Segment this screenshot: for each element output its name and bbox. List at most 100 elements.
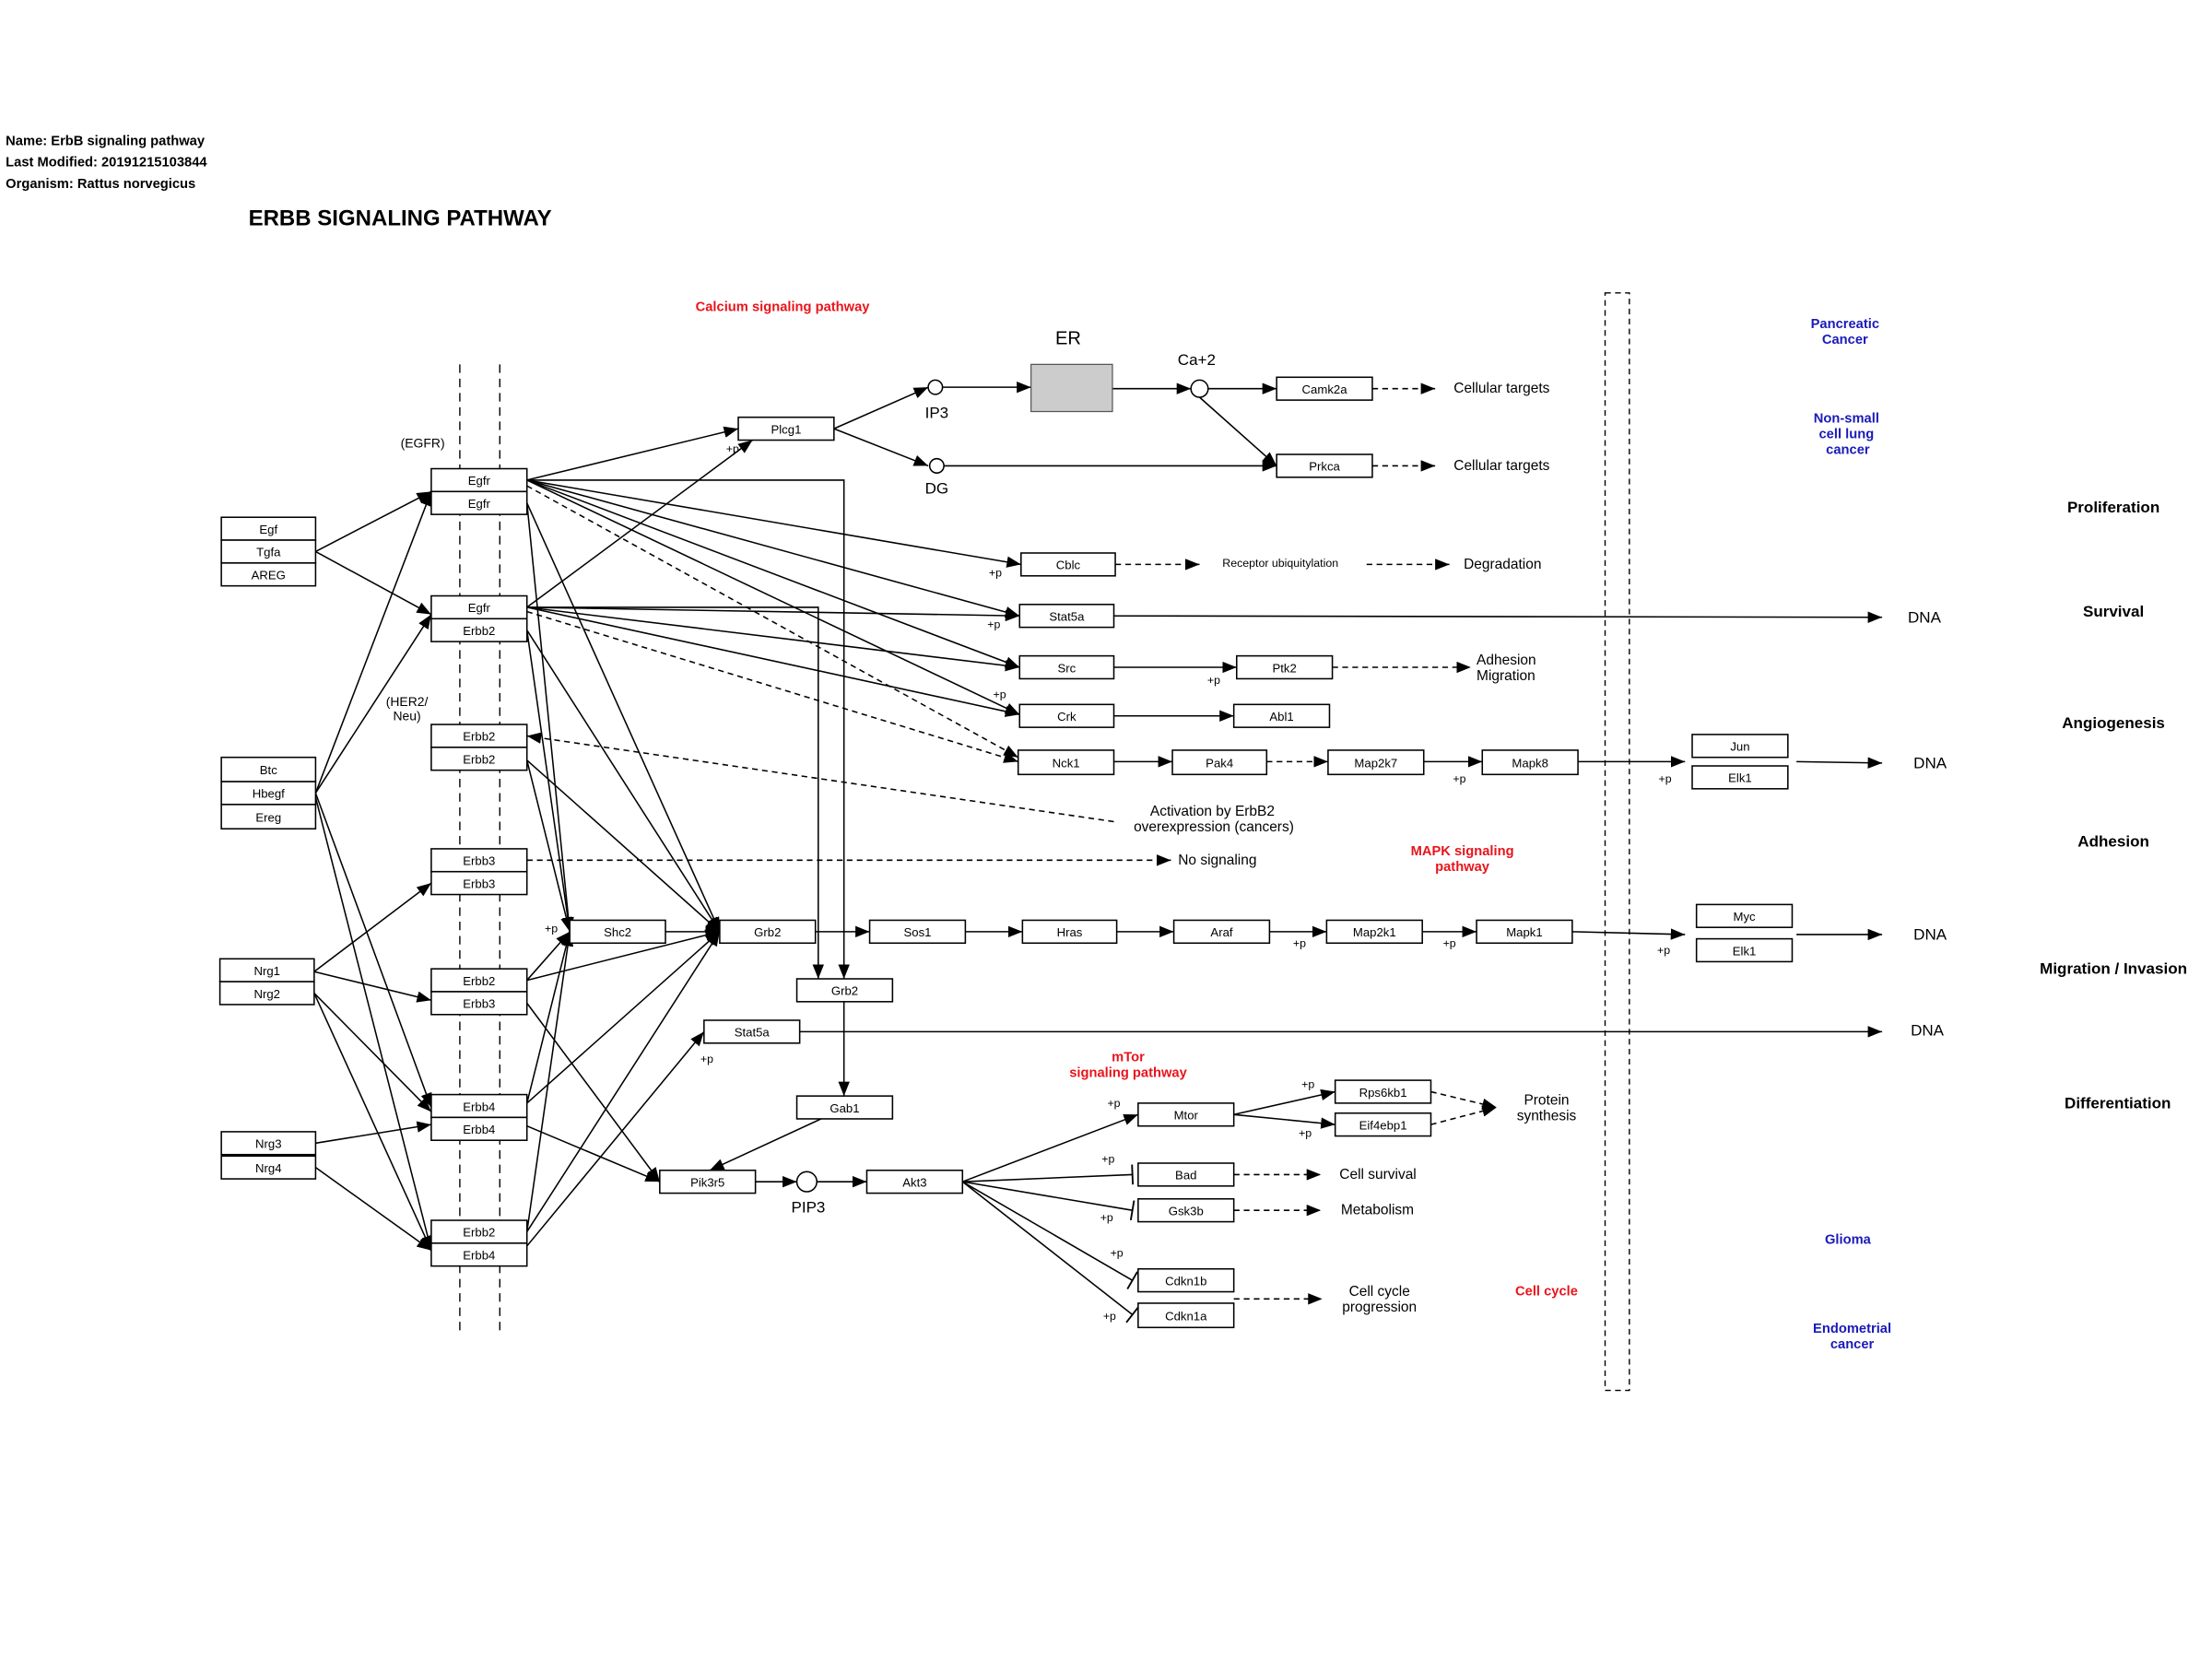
ligand-nrg4[interactable]: Nrg4	[220, 1155, 317, 1180]
node-label: Shc2	[604, 925, 631, 939]
link-mapk-signaling[interactable]: MAPK signaling	[1411, 844, 1514, 859]
node-label: Erbb2	[463, 624, 495, 638]
gene-map2k7[interactable]: Map2k7	[1327, 749, 1425, 776]
link-nsclc[interactable]: cancer	[1826, 442, 1870, 457]
node-label: Pak4	[1206, 756, 1233, 770]
gene-src[interactable]: Src	[1018, 654, 1115, 680]
pip3-compound[interactable]	[795, 1171, 818, 1193]
organism: Organism: Rattus norvegicus	[6, 177, 195, 192]
receptor-2-top[interactable]: Erbb2	[430, 724, 528, 748]
phosphorylation-label: +p	[1657, 944, 1670, 957]
phosphorylation-label: +p	[726, 442, 739, 455]
ligand-nrg1[interactable]: Nrg1	[218, 958, 315, 982]
link-nsclc[interactable]: cell lung	[1819, 427, 1875, 441]
receptor-0-top[interactable]: Egfr	[430, 467, 528, 493]
link-mtor-signaling[interactable]: signaling pathway	[1069, 1065, 1187, 1080]
phosphorylation-label: +p	[1111, 1247, 1124, 1260]
node-label: Prkca	[1309, 460, 1340, 474]
gene-akt3[interactable]: Akt3	[865, 1169, 964, 1194]
gene-prkca[interactable]: Prkca	[1276, 453, 1373, 478]
link-mtor-signaling[interactable]: mTor	[1112, 1050, 1145, 1065]
gene-bad[interactable]: Bad	[1137, 1162, 1235, 1187]
node-label: Map2k7	[1354, 756, 1397, 770]
gene-nck1[interactable]: Nck1	[1017, 749, 1115, 776]
gene-stat5a[interactable]: Stat5a	[1018, 604, 1115, 629]
ligand-areg[interactable]: AREG	[220, 562, 317, 587]
receptor-1-top[interactable]: Egfr	[430, 594, 528, 620]
receptor-0-bottom[interactable]: Egfr	[430, 490, 528, 515]
no-signaling-label: No signaling	[1178, 853, 1256, 868]
receptor-3-bottom[interactable]: Erbb3	[430, 870, 528, 896]
gene-cdkn1a[interactable]: Cdkn1a	[1137, 1302, 1235, 1329]
link-endometrial-cancer[interactable]: cancer	[1830, 1337, 1875, 1352]
node-label: Elk1	[1733, 944, 1757, 958]
receptor-1-bottom[interactable]: Erbb2	[430, 618, 528, 642]
ligand-ereg[interactable]: Ereg	[220, 804, 317, 830]
activation-edge	[709, 1118, 822, 1171]
gene-mapk1[interactable]: Mapk1	[1476, 919, 1573, 945]
receptor-6-bottom[interactable]: Erbb4	[430, 1242, 528, 1267]
node-label: Ptk2	[1273, 661, 1297, 675]
gene-sos1[interactable]: Sos1	[868, 919, 967, 945]
receptor-2-bottom[interactable]: Erbb2	[430, 747, 528, 771]
receptor-4-top[interactable]: Erbb2	[430, 968, 528, 993]
gene-ptk2[interactable]: Ptk2	[1235, 654, 1334, 680]
receptor-3-top[interactable]: Erbb3	[430, 848, 528, 873]
gene-map2k1[interactable]: Map2k1	[1325, 919, 1423, 945]
node-box	[430, 618, 528, 642]
ip3-compound[interactable]	[927, 379, 944, 395]
gene-camk2a[interactable]: Camk2a	[1276, 376, 1373, 401]
link-nsclc[interactable]: Non-small	[1814, 411, 1879, 426]
phosphorylation-label: +p	[1101, 1152, 1114, 1165]
gene-abl1[interactable]: Abl1	[1232, 703, 1331, 728]
ligand-nrg2[interactable]: Nrg2	[218, 981, 315, 1006]
node-label: Rps6kb1	[1359, 1086, 1407, 1100]
link-pancreatic-cancer[interactable]: Pancreatic	[1811, 317, 1879, 332]
gene-grb2-2[interactable]: Grb2	[795, 978, 894, 1003]
gene-myc[interactable]: Myc	[1695, 903, 1794, 928]
gene-cdkn1b[interactable]: Cdkn1b	[1137, 1267, 1235, 1293]
link-mapk-signaling[interactable]: pathway	[1435, 860, 1490, 875]
activation-edge	[526, 439, 753, 608]
node-box	[430, 991, 528, 1016]
link-endometrial-cancer[interactable]: Endometrial	[1813, 1322, 1891, 1336]
gene-cblc[interactable]: Cblc	[1020, 552, 1116, 577]
link-glioma[interactable]: Glioma	[1825, 1233, 1872, 1248]
link-cell-cycle[interactable]: Cell cycle	[1515, 1285, 1578, 1300]
ligand-tgfa[interactable]: Tgfa	[220, 539, 317, 564]
gene-gab1[interactable]: Gab1	[795, 1095, 894, 1120]
gene-rps6kb1[interactable]: Rps6kb1	[1334, 1079, 1432, 1104]
receptor-5-bottom[interactable]: Erbb4	[430, 1116, 528, 1141]
gene-shc2[interactable]: Shc2	[569, 919, 666, 945]
ca2-compound[interactable]	[1190, 379, 1209, 398]
her2-group-label: (HER2/	[386, 694, 429, 709]
gene-crk[interactable]: Crk	[1018, 703, 1115, 728]
gene-mapk8[interactable]: Mapk8	[1481, 749, 1579, 776]
gene-hras[interactable]: Hras	[1021, 919, 1118, 945]
node-box	[220, 562, 317, 587]
gene-jun[interactable]: Jun	[1691, 734, 1789, 759]
gene-stat5a-2[interactable]: Stat5a	[703, 1019, 801, 1044]
link-pancreatic-cancer[interactable]: Cancer	[1822, 333, 1868, 347]
gene-mtor[interactable]: Mtor	[1137, 1102, 1235, 1127]
receptor-6-top[interactable]: Erbb2	[430, 1219, 528, 1244]
gene-elk1[interactable]: Elk1	[1691, 765, 1789, 790]
receptor-4-bottom[interactable]: Erbb3	[430, 991, 528, 1016]
gene-grb2[interactable]: Grb2	[719, 919, 817, 945]
gene-plcg1[interactable]: Plcg1	[737, 416, 835, 441]
ligand-btc[interactable]: Btc	[220, 756, 317, 782]
gene-gsk3b[interactable]: Gsk3b	[1137, 1198, 1235, 1223]
link-calcium-signaling[interactable]: Calcium signaling pathway	[696, 300, 871, 314]
activation-edge	[313, 992, 432, 1112]
gene-pak4[interactable]: Pak4	[1171, 749, 1268, 776]
gene-eif4ebp1[interactable]: Eif4ebp1	[1334, 1112, 1432, 1137]
ligand-hbegf[interactable]: Hbegf	[220, 781, 317, 806]
ligand-egf[interactable]: Egf	[220, 516, 317, 541]
gene-pik3r5[interactable]: Pik3r5	[659, 1169, 757, 1194]
ligand-nrg3[interactable]: Nrg3	[220, 1131, 317, 1156]
receptor-5-top[interactable]: Erbb4	[430, 1093, 528, 1119]
gene-elk1-2[interactable]: Elk1	[1695, 937, 1794, 963]
dg-compound[interactable]	[928, 457, 945, 474]
node-box	[1276, 376, 1373, 401]
gene-araf[interactable]: Araf	[1172, 919, 1271, 945]
